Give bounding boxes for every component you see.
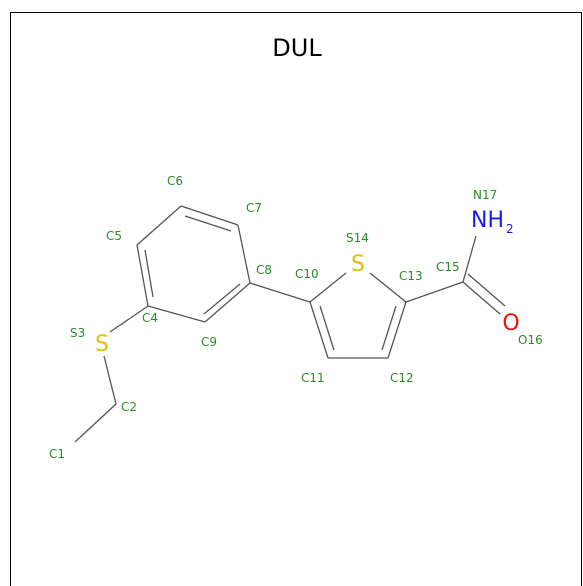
sulfur-s14-symbol: S xyxy=(351,252,365,277)
bond-c15-o16 xyxy=(462,281,501,315)
bond-c7-c8 xyxy=(237,224,251,284)
bond-c4-c5-inner xyxy=(144,249,154,298)
bond-s14-c10 xyxy=(309,272,347,303)
atom-label-c1: C1 xyxy=(49,447,65,461)
bond-c10-c11-inner xyxy=(319,305,335,351)
diagram-title: DUL xyxy=(272,34,322,62)
bond-c6-c7-inner xyxy=(184,215,232,232)
oxygen-o16-symbol: O xyxy=(502,311,519,336)
atom-label-c12: C12 xyxy=(390,371,414,385)
atom-label-c13: C13 xyxy=(399,269,423,283)
bond-c6-c7 xyxy=(180,205,239,226)
atom-label-c4: C4 xyxy=(142,311,158,325)
atom-label-c9: C9 xyxy=(201,335,217,349)
bond-c10-c11 xyxy=(309,301,329,359)
atom-label-o16: O16 xyxy=(518,333,543,347)
atom-label-layer: C1 C2 S3 C4 C5 C6 C7 C8 C9 C10 C11 C12 C… xyxy=(49,174,543,461)
bond-c4-c5 xyxy=(136,244,149,307)
atom-label-c7: C7 xyxy=(246,201,262,215)
bond-c12-c13-inner xyxy=(381,305,397,351)
bond-c8-c9 xyxy=(204,282,251,323)
atom-label-s3: S3 xyxy=(70,326,85,340)
bond-c13-c15 xyxy=(405,281,464,303)
nitrogen-n17-subscript: 2 xyxy=(506,222,514,236)
atom-label-c15: C15 xyxy=(436,260,460,274)
bond-c12-c13 xyxy=(387,301,407,359)
sulfur-s3-symbol: S xyxy=(95,332,109,357)
bond-c9-c4 xyxy=(147,305,206,323)
bond-c5-c6 xyxy=(136,205,182,246)
heteroatom-layer: S S O NH 2 xyxy=(95,208,520,357)
nitrogen-n17-symbol: NH xyxy=(471,208,504,233)
bond-c8-c10 xyxy=(249,282,311,303)
atom-label-c5: C5 xyxy=(106,229,122,243)
bond-c15-o16-second xyxy=(467,273,506,307)
bond-c1-c2 xyxy=(74,403,117,443)
atom-label-c2: C2 xyxy=(121,400,137,414)
atom-label-c11: C11 xyxy=(301,371,325,385)
bond-c15-n17 xyxy=(462,235,477,283)
atom-label-c6: C6 xyxy=(167,174,183,188)
atom-label-s14: S14 xyxy=(346,231,369,245)
bond-layer xyxy=(74,205,506,443)
diagram-frame xyxy=(10,12,582,586)
atom-label-c10: C10 xyxy=(295,267,319,281)
bond-c8-c9-inner xyxy=(203,283,241,315)
atom-label-n17: N17 xyxy=(473,188,497,202)
atom-label-c8: C8 xyxy=(256,263,272,277)
bond-s3-c4 xyxy=(109,305,149,333)
bond-c2-s3 xyxy=(103,355,117,405)
bond-c13-s14 xyxy=(369,272,407,303)
